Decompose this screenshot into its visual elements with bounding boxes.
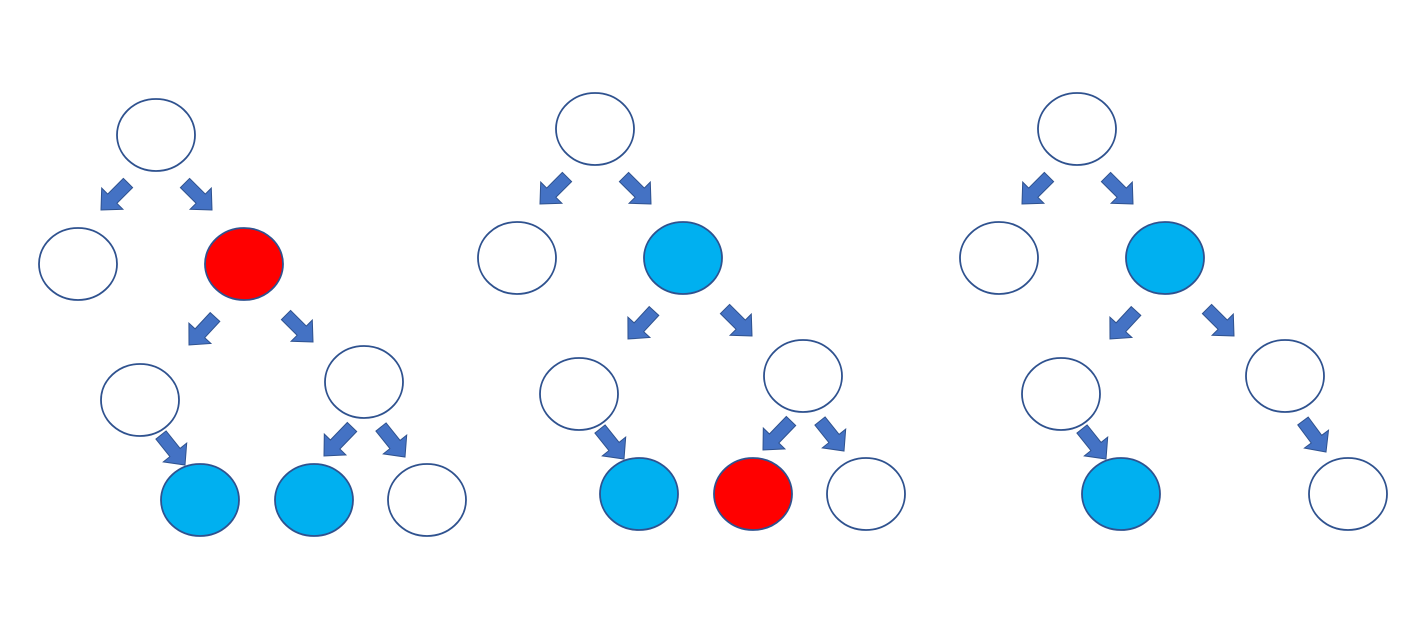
arrow-l1-right-to-l2-right (719, 303, 753, 337)
node-l2-right-empty (763, 339, 843, 413)
node-l2-left-empty (100, 363, 180, 437)
arrow-l2-left-to-l3-a (1076, 424, 1109, 460)
node-l1-left-empty (477, 221, 557, 295)
node-l3-a-blue (1081, 457, 1161, 531)
node-l3-c-empty (387, 463, 467, 537)
arrow-l2-left-to-l3-a (155, 430, 188, 466)
tree-panel-2 (477, 92, 906, 531)
node-l1-left-empty (38, 227, 118, 301)
node-l1-right-red (204, 227, 284, 301)
arrow-l1-right-to-l2-left (1109, 305, 1142, 340)
arrow-l2-right-to-l3-c (1297, 416, 1330, 453)
node-l2-right-empty (324, 345, 404, 419)
node-l1-left-empty (959, 221, 1039, 295)
arrow-l2-right-to-l3-b (762, 415, 797, 451)
node-l3-a-blue (599, 457, 679, 531)
node-l1-right-blue (1125, 221, 1205, 295)
node-l2-right-empty (1245, 339, 1325, 413)
arrow-root-to-l1-left (1021, 171, 1055, 205)
arrow-l1-right-to-l2-left (627, 305, 660, 340)
arrow-root-to-l1-left (100, 177, 134, 211)
arrow-l1-right-to-l2-right (1201, 303, 1235, 337)
node-root-empty (116, 98, 196, 172)
tree-panel-1 (38, 98, 467, 537)
tree-panel-3 (959, 92, 1388, 531)
arrow-root-to-l1-right (618, 171, 652, 205)
node-l2-left-empty (539, 357, 619, 431)
arrow-l1-right-to-l2-left (188, 311, 221, 346)
node-l1-right-blue (643, 221, 723, 295)
node-root-empty (555, 92, 635, 166)
arrow-root-to-l1-right (1100, 171, 1134, 205)
node-l3-c-empty (1308, 457, 1388, 531)
node-root-empty (1037, 92, 1117, 166)
arrow-l2-right-to-l3-c (814, 416, 847, 452)
arrow-l1-right-to-l2-right (280, 309, 314, 343)
arrow-root-to-l1-left (539, 171, 573, 205)
node-l3-c-empty (826, 457, 906, 531)
node-l3-b-blue (274, 463, 354, 537)
arrow-root-to-l1-right (179, 177, 213, 211)
arrow-l2-right-to-l3-b (323, 421, 358, 457)
arrow-l2-right-to-l3-c (375, 422, 408, 458)
node-l3-a-blue (160, 463, 240, 537)
node-l3-b-red (713, 457, 793, 531)
arrow-l2-left-to-l3-a (594, 424, 627, 460)
node-l2-left-empty (1021, 357, 1101, 431)
